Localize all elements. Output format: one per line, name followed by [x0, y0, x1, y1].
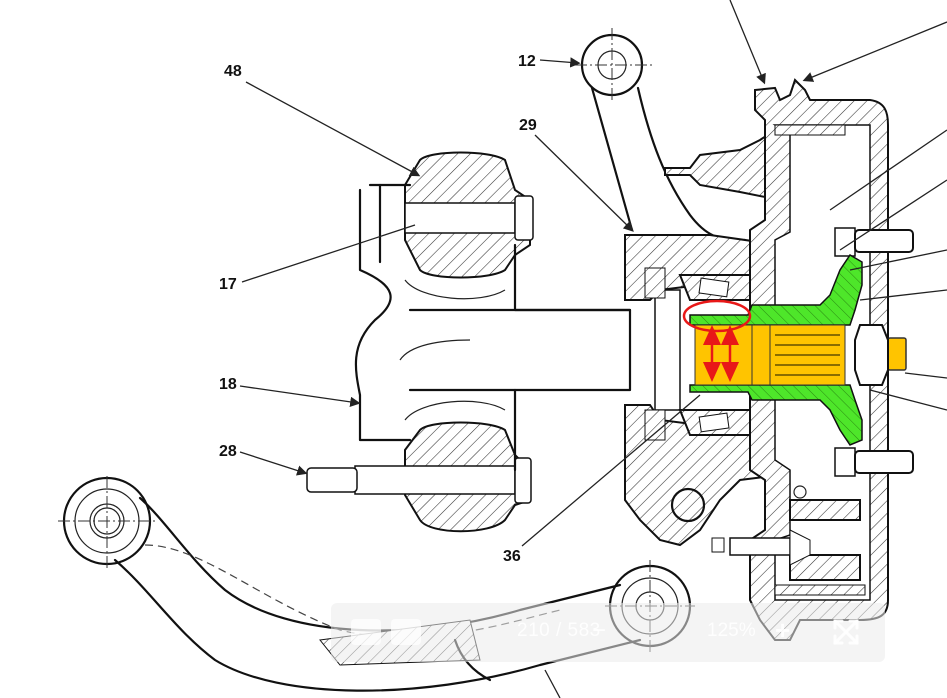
callout-labels: 48 12 29 17 18 28 36 — [219, 53, 537, 565]
fullscreen-button[interactable] — [831, 617, 861, 647]
page-indicator[interactable]: 210 / 583 — [517, 620, 601, 641]
sidebar-toggle-button[interactable] — [351, 619, 381, 645]
upper-arm — [575, 28, 747, 242]
zoom-out-button[interactable]: − — [591, 617, 606, 644]
hub-highlight — [689, 253, 863, 446]
callout-29: 29 — [519, 117, 537, 134]
swivel-axle — [354, 183, 632, 472]
callout-17: 17 — [219, 276, 237, 293]
callout-18: 18 — [219, 376, 237, 393]
pdf-toolbar: 210 / 583 − 125% + — [331, 603, 885, 662]
leader-lines — [239, 0, 947, 698]
fullscreen-expand-icon — [833, 619, 859, 645]
shaft-highlight — [694, 324, 907, 386]
lower-trunnion — [306, 421, 532, 533]
rotate-button[interactable] — [391, 619, 421, 645]
upper-trunnion — [368, 151, 534, 279]
zoom-level: 125% — [707, 620, 756, 641]
callout-36: 36 — [503, 548, 521, 565]
zoom-in-button[interactable]: + — [775, 615, 791, 645]
wheel-studs — [834, 227, 914, 477]
callout-28: 28 — [219, 443, 237, 460]
callout-12: 12 — [518, 53, 536, 70]
callout-48: 48 — [224, 63, 242, 80]
clearance-annotation — [682, 299, 752, 382]
